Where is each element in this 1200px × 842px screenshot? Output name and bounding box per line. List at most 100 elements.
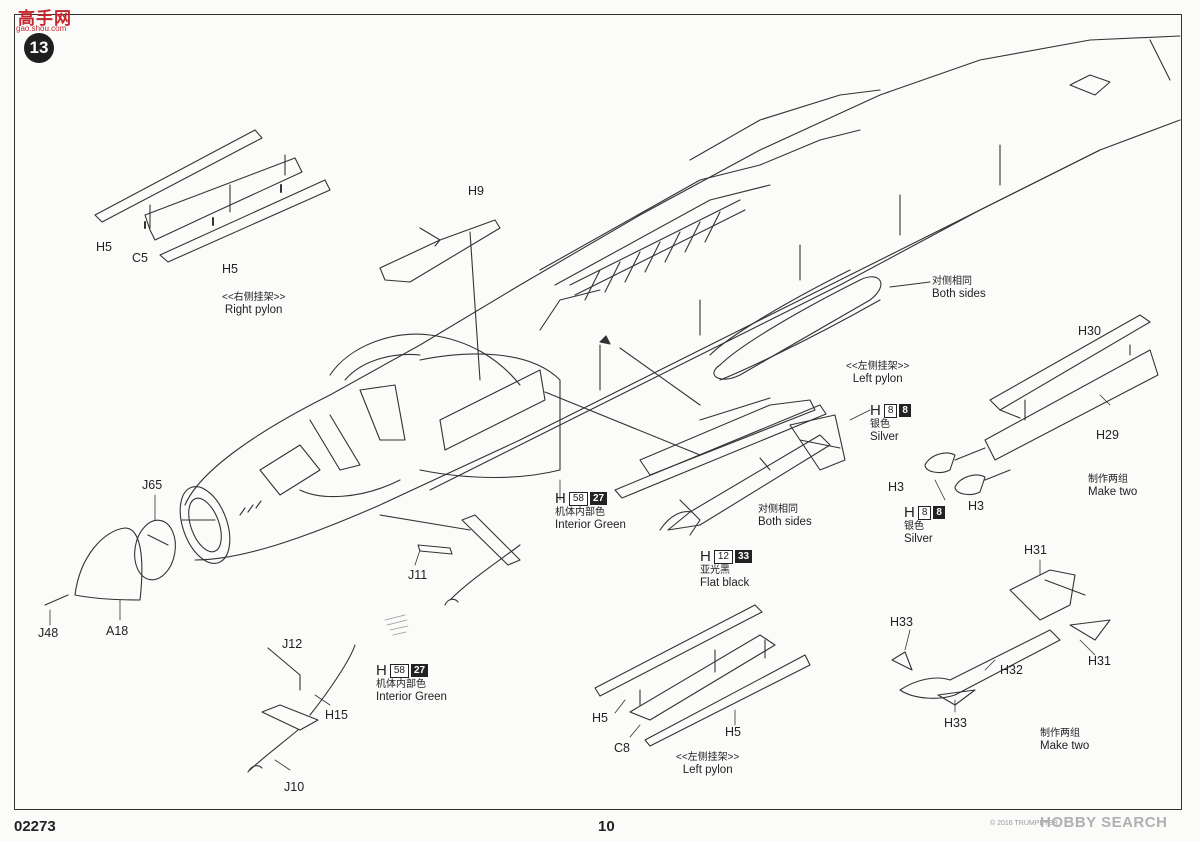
note-cn: 对侧相同 [932,276,972,287]
part-label-h5: H5 [96,240,112,254]
part-label-h29: H29 [1096,428,1119,442]
paint-code-2: 33 [734,550,753,563]
note-left-pylon: <<左侧挂架>> Left pylon [846,361,909,386]
part-label-j11: J11 [408,568,428,582]
paint-letter: H [700,548,711,565]
note-cn: 制作两组 [1040,728,1080,739]
part-h9-drawing [379,219,501,381]
paint-name-cn: 机体内部色 [555,507,605,518]
canopy-parts-drawing [44,519,216,606]
left-pylon-mid-drawing [614,397,827,499]
note-right-pylon: <<右侧挂架>> Right pylon [222,292,285,317]
note-en: Left pylon [682,764,733,776]
note-both-sides: 对侧相同 Both sides [932,276,986,301]
paint-code: H 8 8 [870,402,911,419]
paint-name-en: Silver [870,431,899,443]
left-pylon-bottom-drawing [594,604,811,747]
paint-callout-interior-green: H 58 27 机体内部色 Interior Green [555,490,626,532]
part-label-h15: H15 [325,708,348,722]
watermark-url: gao.shou.com [16,24,67,33]
note-en: Both sides [758,516,812,528]
part-label-h31: H31 [1088,654,1111,668]
leader-lines [49,394,1111,771]
note-cn: <<左侧挂架>> [846,361,910,372]
part-j11-drawing [379,514,521,606]
part-label-j65: J65 [142,478,163,492]
part-label-j12: J12 [282,637,303,651]
note-en: Left pylon [852,373,903,385]
paint-code-2: 8 [933,506,945,519]
part-label-j10: J10 [284,780,305,794]
part-label-h5: H5 [592,711,608,725]
paint-code-2: 8 [899,404,911,417]
missile-center-drawing [659,414,846,536]
paint-callout-silver: H 8 8 银色 Silver [870,402,911,444]
paint-code-1: 58 [389,663,409,678]
paint-name-cn: 银色 [904,521,924,532]
part-label-h31: H31 [1024,543,1047,557]
part-label-j48: J48 [38,626,59,640]
paint-letter: H [904,504,915,521]
part-label-h3: H3 [968,499,984,513]
source-watermark: HOBBY SEARCH [1040,814,1168,831]
part-label-h33: H33 [944,716,967,730]
missile-h32-drawing [891,569,1111,706]
note-cn: 制作两组 [1088,474,1128,485]
part-label-h5: H5 [725,725,741,739]
paint-code: H 58 27 [555,490,626,507]
paint-name-en: Silver [904,533,933,545]
copyright-text: © 2016 TRUMPETER [990,820,1059,827]
note-en: Make two [1088,486,1138,498]
note-en: Both sides [932,288,986,300]
paint-name-cn: 机体内部色 [376,679,426,690]
part-label-h3: H3 [888,480,904,494]
paint-letter: H [870,402,881,419]
paint-callout-flat-black: H 12 33 亚光黑 Flat black [700,548,753,590]
paint-code-1: 8 [917,505,932,520]
note-en: Right pylon [224,304,283,316]
part-label-c5: C5 [132,251,148,265]
paint-name-cn: 亚光黑 [700,565,730,576]
page-frame [14,14,1182,810]
note-left-pylon: <<左侧挂架>> Left pylon [676,752,739,777]
step-number-badge: 13 [24,33,54,63]
part-label-h33: H33 [890,615,913,629]
paint-code-1: 58 [568,491,588,506]
paint-code-2: 27 [589,492,608,505]
paint-code: H 58 27 [376,662,447,679]
note-cn: 对侧相同 [758,504,798,515]
note-both-sides: 对侧相同 Both sides [758,504,812,529]
part-label-h30: H30 [1078,324,1101,338]
paint-code: H 12 33 [700,548,753,565]
part-label-a18: A18 [106,624,129,638]
paint-letter: H [555,490,566,507]
part-j12-drawing [247,644,356,773]
paint-code-2: 27 [410,664,429,677]
paint-name-en: Flat black [700,577,750,589]
paint-callout-interior-green: H 58 27 机体内部色 Interior Green [376,662,447,704]
paint-code-1: 8 [883,403,898,418]
fuel-tank-drawing [709,269,931,381]
note-make-two: 制作两组 Make two [1040,728,1089,753]
grille-pattern-drawing [384,614,409,636]
fuselage-drawing [179,35,1181,564]
kit-number: 02273 [14,818,56,835]
part-label-c8: C8 [614,741,630,755]
paint-name-cn: 银色 [870,419,890,430]
note-make-two: 制作两组 Make two [1088,474,1137,499]
watermark-logo: 高手网 [18,9,72,28]
part-label-h32: H32 [1000,663,1023,677]
note-cn: <<左侧挂架>> [676,752,740,763]
paint-code: H 8 8 [904,504,945,521]
part-label-h5: H5 [222,262,238,276]
paint-letter: H [376,662,387,679]
paint-name-en: Interior Green [555,519,626,531]
part-label-h9: H9 [468,184,484,198]
right-pylon-drawing [94,129,331,263]
paint-code-1: 12 [713,549,733,564]
page-number: 10 [598,818,615,835]
paint-name-en: Interior Green [376,691,447,703]
note-cn: <<右侧挂架>> [222,292,286,303]
